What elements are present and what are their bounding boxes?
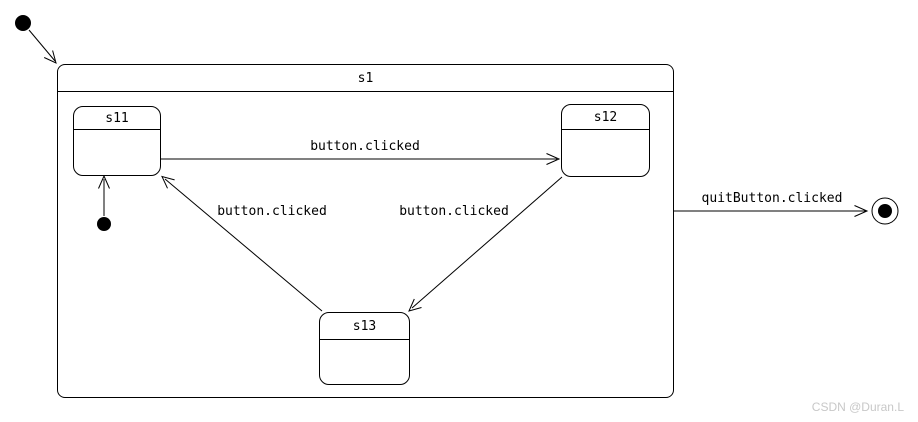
watermark: CSDN @Duran.L: [811, 400, 904, 414]
state-s13-title: s13: [320, 313, 409, 340]
state-s1-title: s1: [58, 65, 673, 92]
transition-s11-to-s12: [161, 153, 561, 165]
transition-s1-to-final: [674, 205, 869, 217]
transition-label-s13-to-s11: button.clicked: [217, 204, 327, 219]
transition-initial-to-s11: [98, 174, 110, 216]
state-s12-title: s12: [562, 105, 649, 130]
final-state-marker: [871, 197, 899, 225]
state-s12: s12: [561, 104, 650, 177]
state-s1: s1: [57, 64, 674, 398]
transition-label-s11-to-s12: button.clicked: [310, 139, 420, 154]
initial-state-dot: [15, 15, 31, 31]
transition-label-s12-to-s13: button.clicked: [399, 204, 509, 219]
state-s11-title: s11: [74, 107, 160, 130]
state-s13: s13: [319, 312, 410, 385]
inner-initial-state-dot: [97, 217, 111, 231]
state-s11: s11: [73, 106, 161, 176]
transition-label-s1-to-final: quitButton.clicked: [701, 191, 843, 206]
transition-s12-to-s13: [408, 176, 563, 312]
transition-initial-to-s1: [28, 29, 57, 64]
transition-s13-to-s11: [161, 175, 323, 312]
